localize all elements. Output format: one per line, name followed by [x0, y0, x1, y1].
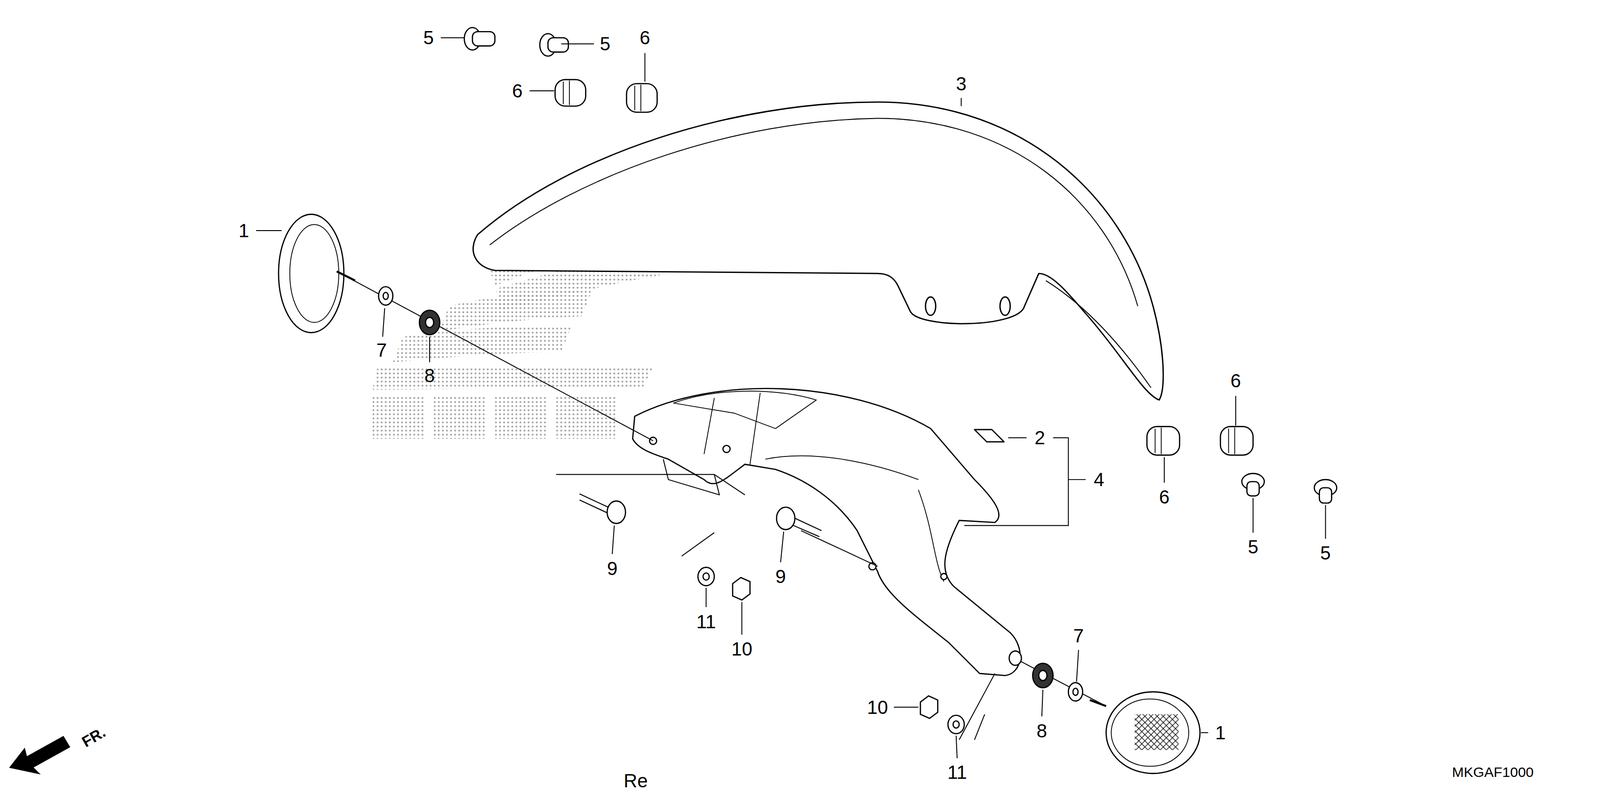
callout-number: 10 [731, 639, 753, 659]
callout-number: 6 [1230, 371, 1241, 391]
callout-number: 11 [696, 612, 717, 632]
callout-number: 5 [600, 34, 611, 54]
callout-number: 5 [423, 28, 434, 48]
callout-number: 5 [1248, 537, 1259, 557]
callout-number: 5 [1320, 543, 1331, 563]
callout-number: 9 [775, 567, 786, 586]
fender-stay [632, 388, 1022, 676]
front-fender [472, 102, 1163, 400]
callout-number: 7 [1073, 626, 1084, 646]
callout-number: 8 [1036, 721, 1048, 741]
callout-number: 6 [639, 28, 650, 48]
diagram-code: MKGAF1000 [1452, 765, 1534, 780]
callout-number: 6 [1159, 487, 1170, 507]
callout-number: 1 [238, 221, 249, 240]
callout-number: 10 [867, 697, 889, 717]
hardware [10, 27, 1337, 774]
callout-number: 4 [1093, 470, 1104, 489]
leader-lines [256, 37, 1326, 759]
callout-number: 6 [512, 81, 523, 101]
callout-number: 7 [376, 340, 387, 360]
callout-number: 11 [947, 762, 968, 782]
callout-number: 2 [1034, 428, 1045, 448]
callout-number: 1 [1215, 723, 1226, 743]
assembly-lines [352, 279, 1103, 740]
note-text: Re [623, 771, 648, 791]
callout-number: 9 [607, 559, 618, 578]
callout-number: 3 [955, 74, 967, 94]
direction-mark: FR. [79, 724, 109, 750]
callout-number: 8 [424, 366, 435, 385]
